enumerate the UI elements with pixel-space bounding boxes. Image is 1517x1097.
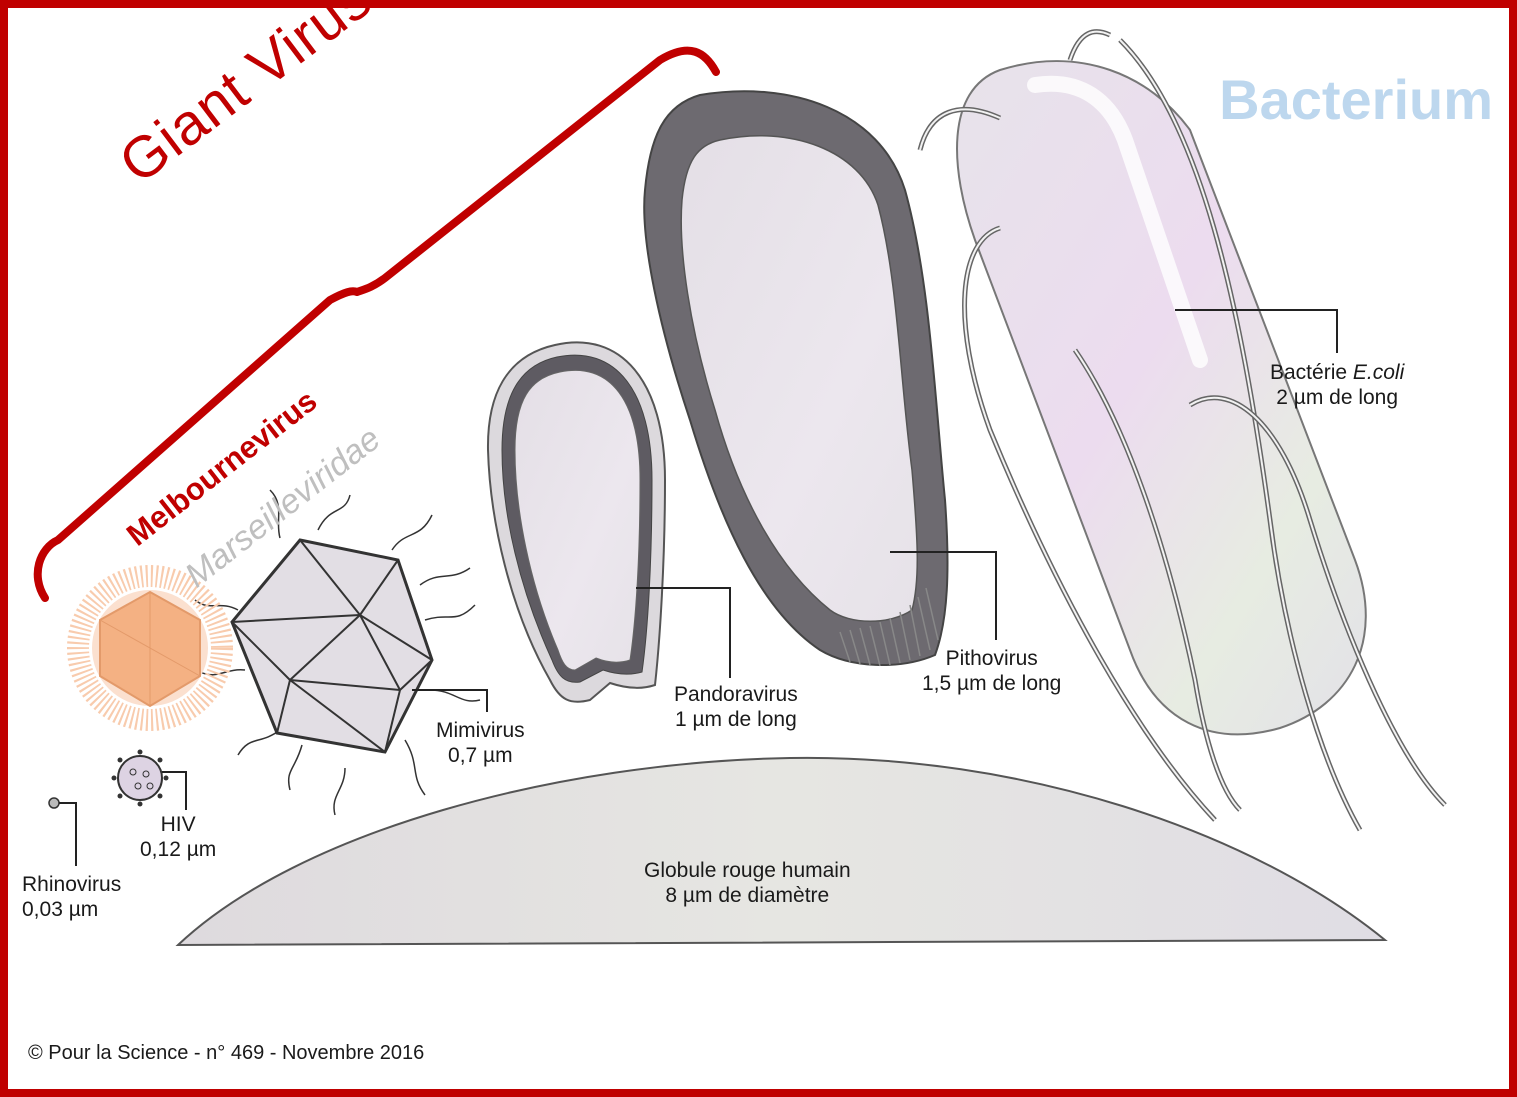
pandoravirus-label: Pandoravirus 1 µm de long <box>674 682 798 732</box>
bacterium-title: Bacterium <box>1219 70 1493 130</box>
ecoli-species: E.coli <box>1353 361 1404 384</box>
pandoravirus-size: 1 µm de long <box>674 707 798 732</box>
ecoli-name-line: Bactérie E.coli <box>1270 360 1404 385</box>
pithovirus-shape <box>644 91 947 666</box>
pandoravirus-name: Pandoravirus <box>674 682 798 707</box>
red-blood-cell-label: Globule rouge humain 8 µm de diamètre <box>644 858 851 908</box>
pithovirus-name: Pithovirus <box>922 646 1061 671</box>
red-blood-cell-shape <box>178 758 1385 945</box>
pithovirus-label: Pithovirus 1,5 µm de long <box>922 646 1061 696</box>
hiv-size: 0,12 µm <box>140 837 216 862</box>
rhinovirus-size: 0,03 µm <box>22 897 121 922</box>
red-blood-cell-name: Globule rouge humain <box>644 858 851 883</box>
ecoli-name: Bactérie <box>1270 361 1347 384</box>
rhinovirus-shape <box>49 798 59 808</box>
mimivirus-size: 0,7 µm <box>436 743 525 768</box>
pithovirus-size: 1,5 µm de long <box>922 671 1061 696</box>
hiv-shape <box>112 750 169 807</box>
red-blood-cell-size: 8 µm de diamètre <box>644 883 851 908</box>
ecoli-size: 2 µm de long <box>1270 385 1404 410</box>
copyright-notice: © Pour la Science - n° 469 - Novembre 20… <box>28 1042 424 1065</box>
rhinovirus-label: Rhinovirus 0,03 µm <box>22 872 121 922</box>
mimivirus-label: Mimivirus 0,7 µm <box>436 718 525 768</box>
hiv-name: HIV <box>140 812 216 837</box>
rhinovirus-name: Rhinovirus <box>22 872 121 897</box>
ecoli-shape <box>920 32 1445 830</box>
mimivirus-name: Mimivirus <box>436 718 525 743</box>
pandoravirus-shape <box>488 342 665 701</box>
melbournevirus-shape <box>78 576 222 720</box>
ecoli-label: Bactérie E.coli 2 µm de long <box>1270 360 1404 410</box>
hiv-label: HIV 0,12 µm <box>140 812 216 862</box>
